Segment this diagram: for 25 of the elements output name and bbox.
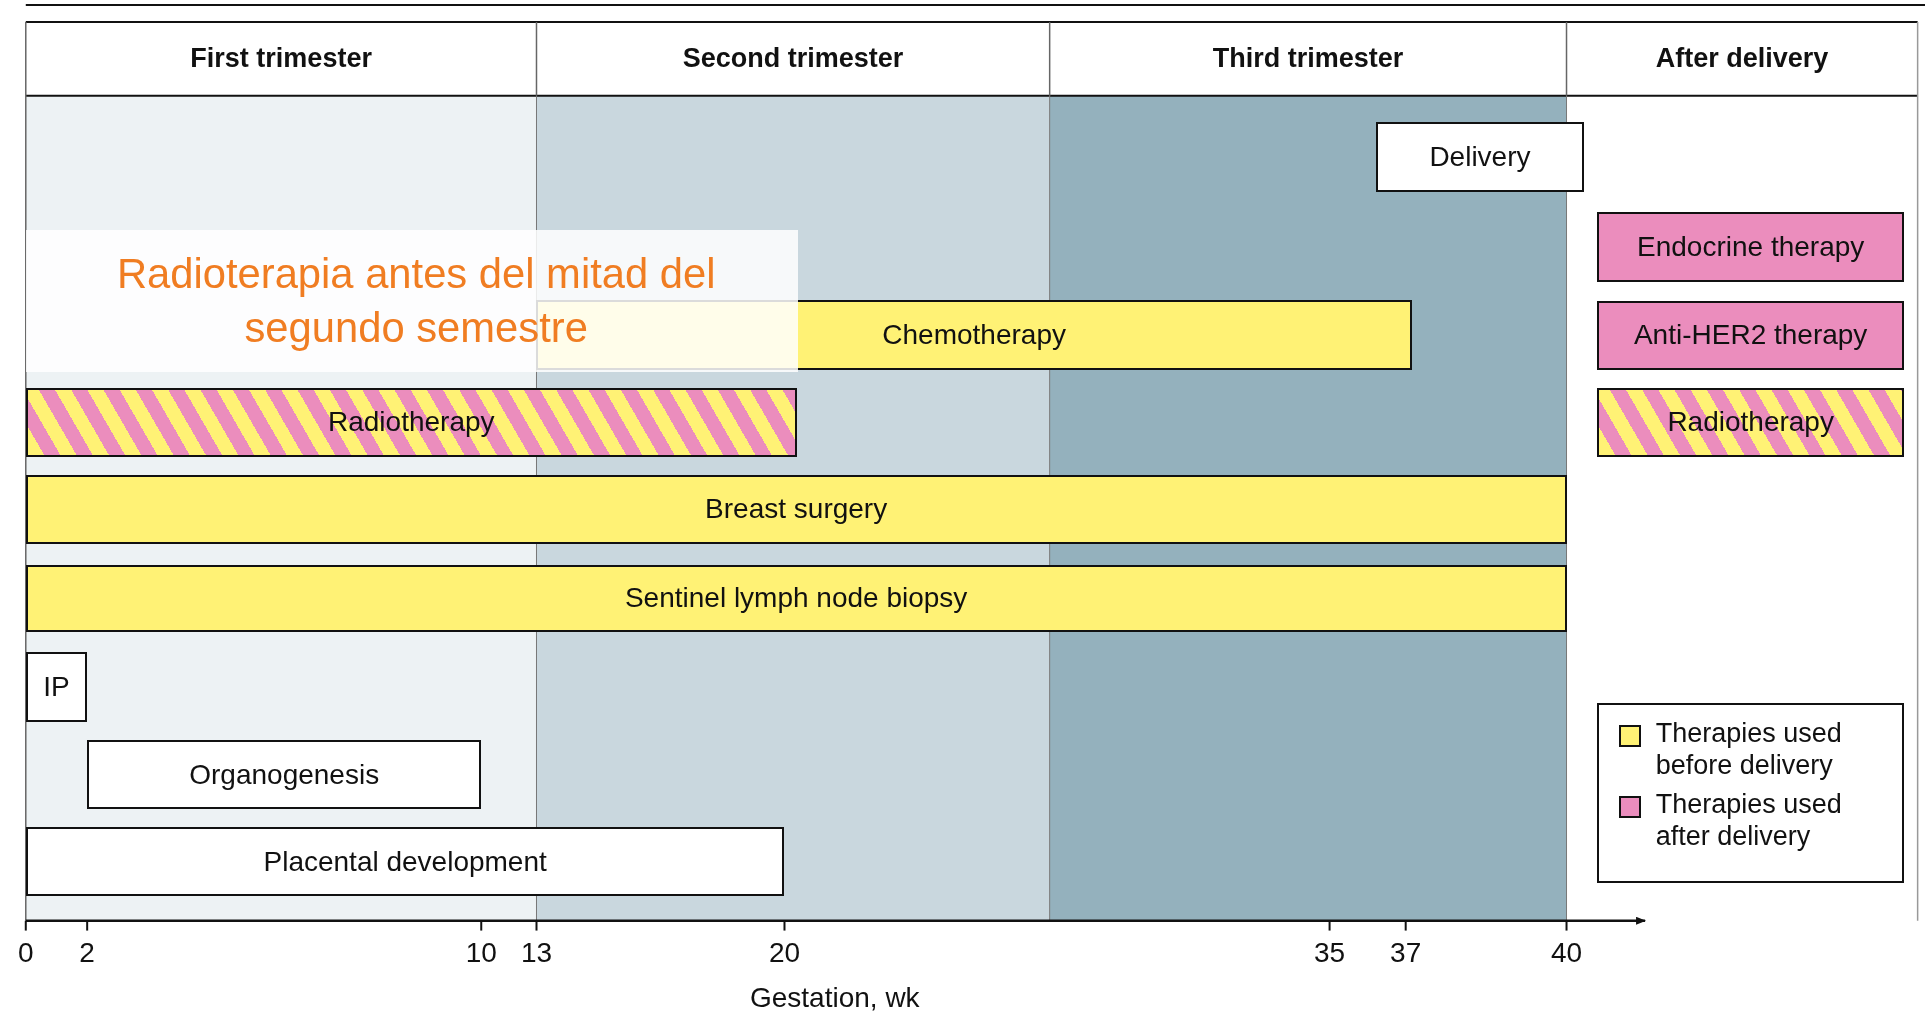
timeline-bar: IP xyxy=(25,651,88,722)
tick-label: 0 xyxy=(16,936,35,969)
timeline-bar: Breast surgery xyxy=(25,475,1567,544)
timeline-bar: Endocrine therapy xyxy=(1597,212,1905,283)
axis-title: Gestation, wk xyxy=(749,982,921,1015)
tick-label: 10 xyxy=(464,936,498,969)
tick-label: 20 xyxy=(767,936,802,969)
legend-text: Therapies used before delivery xyxy=(1655,717,1843,782)
timeline-bar: Sentinel lymph node biopsy xyxy=(25,564,1567,633)
timeline-bar: Anti-HER2 therapy xyxy=(1597,300,1905,370)
timeline-bar: Delivery xyxy=(1376,121,1584,192)
tick-label: 13 xyxy=(519,936,554,969)
timeline-bar: Organogenesis xyxy=(87,740,482,810)
tick-label: 35 xyxy=(1313,936,1347,969)
column-header: Second trimester xyxy=(681,42,905,76)
timeline-bar: Radiotherapy xyxy=(1597,387,1905,457)
column-header: After delivery xyxy=(1654,42,1830,76)
legend-text: Therapies used after delivery xyxy=(1655,788,1843,853)
tick-label: 40 xyxy=(1549,936,1584,969)
column-header: First trimester xyxy=(189,42,373,76)
tick-label: 37 xyxy=(1389,936,1423,969)
column-header: Third trimester xyxy=(1211,42,1405,76)
timeline-bar: Placental development xyxy=(25,827,785,897)
timeline-bar: Radiotherapy xyxy=(25,387,797,457)
tick-label: 2 xyxy=(78,936,96,969)
